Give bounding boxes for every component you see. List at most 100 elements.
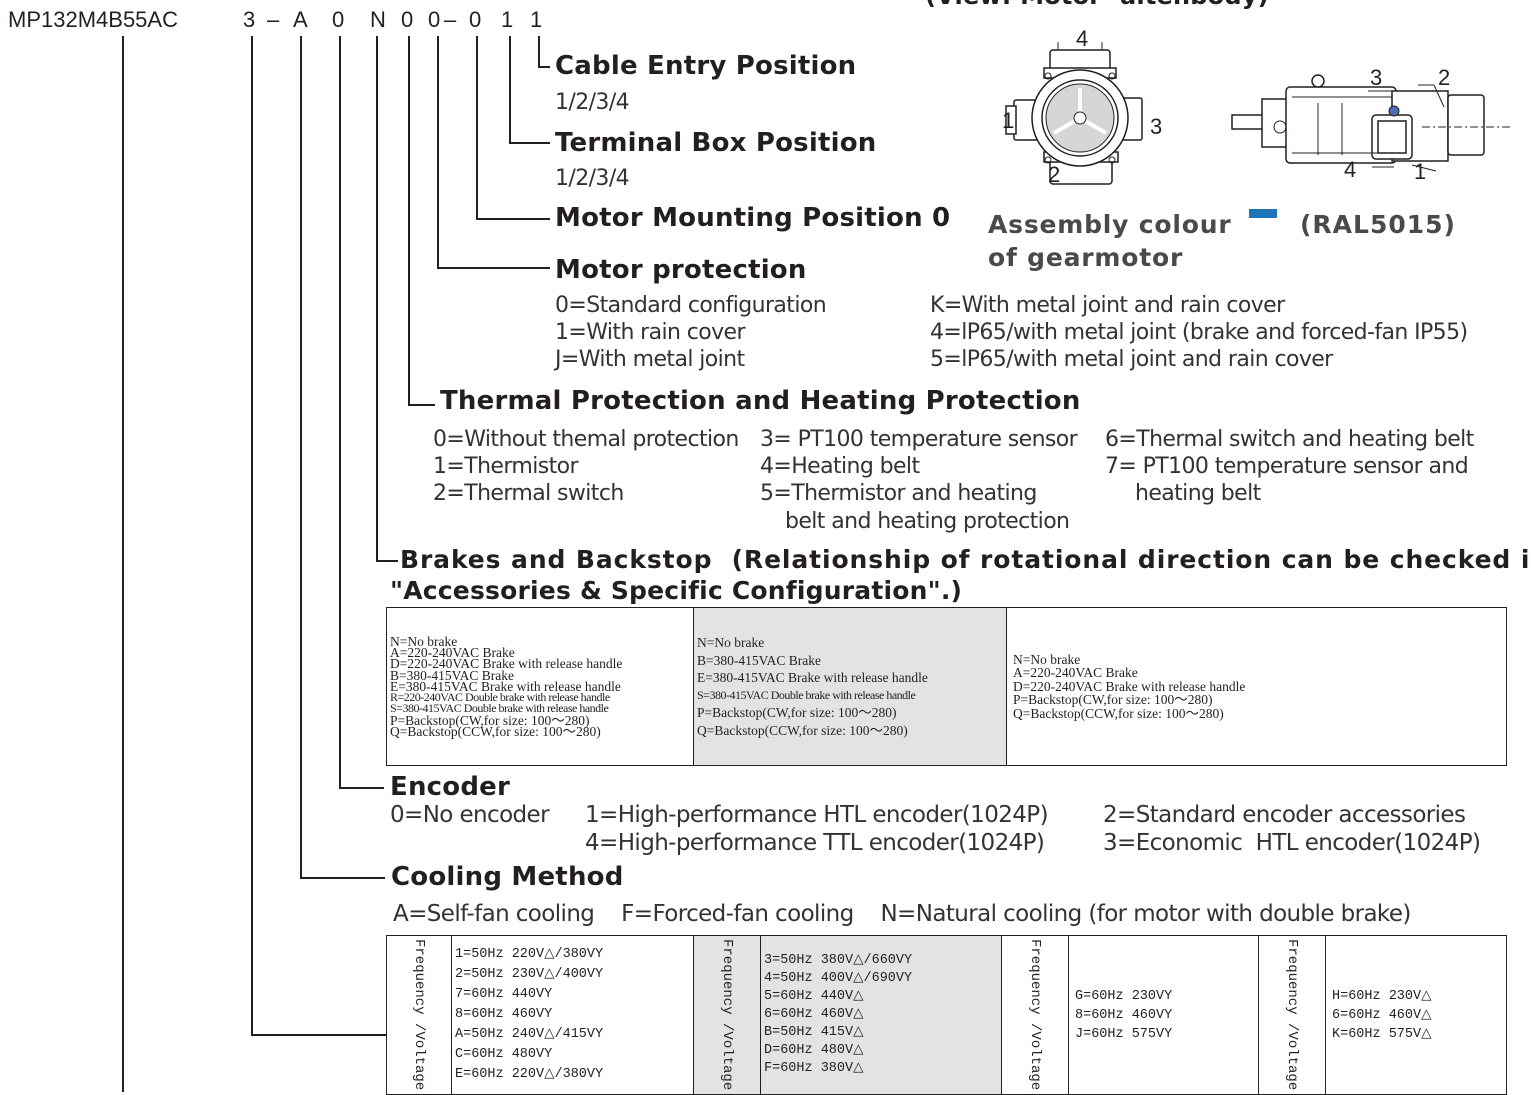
leader-thermal-h: [408, 404, 435, 406]
thermal-opt: 2=Thermal switch: [433, 481, 624, 506]
brake-opt: E=380-415VAC Brake with release handle: [390, 678, 621, 694]
voltage-opt: K=60Hz 575V△: [1332, 1026, 1432, 1042]
voltage-opt: H=60Hz 230V△: [1332, 988, 1432, 1004]
cooling-options: A=Self-fan cooling F=Forced-fan cooling …: [393, 901, 1411, 927]
voltage-label: Frequency /Voltage: [386, 935, 452, 1095]
model-base-code: MP132M4B55AC: [8, 7, 178, 32]
motor-protection-opt: 5=lP65/with metal joint and rain cover: [930, 347, 1333, 372]
motor-protection-opt: 4=lP65/with metal joint (brake and force…: [930, 320, 1468, 345]
brake-opt: D=220-240VAC Brake with release handle: [1013, 678, 1246, 694]
voltage-opt: D=60Hz 480V△: [764, 1043, 864, 1058]
voltage-label: Frequency /Voltage: [1258, 935, 1326, 1095]
brake-opt: P=Backstop(CW,for size: 100～280): [390, 712, 590, 728]
side-label-4: 4: [1344, 157, 1356, 182]
cooling-title: Cooling Method: [391, 862, 624, 892]
code-mounting: 0: [469, 7, 482, 32]
leader-terminal-box-h: [509, 142, 550, 144]
cable-entry-values: 1/2/3/4: [555, 90, 630, 115]
brake-opt: N=No brake: [1013, 651, 1081, 667]
brake-opt: Q=Backstop(CCW,for size: 100～280): [390, 724, 601, 740]
side-label-1: 1: [1414, 159, 1426, 184]
leader-brake: [376, 36, 378, 561]
thermal-title: Thermal Protection and Heating Protectio…: [440, 386, 1081, 416]
thermal-opt: belt and heating protection: [785, 509, 1070, 534]
voltage-cell-2: 3=50Hz 380V△/660VY 4=50Hz 400V△/690VY 5=…: [760, 935, 1002, 1095]
voltage-opt: 7=60Hz 440VY: [455, 987, 553, 1002]
voltage-opt: 5=60Hz 440V△: [764, 989, 864, 1004]
voltage-opt: J=60Hz 575VY: [1075, 1026, 1173, 1042]
voltage-opt: 8=60Hz 460VY: [1075, 1007, 1173, 1023]
code-cooling: A: [293, 7, 308, 32]
colour-swatch: [1249, 209, 1277, 218]
brakes-title-line1: Brakes and Backstop (Relationship of rot…: [400, 545, 1531, 574]
leader-brake-h: [376, 560, 398, 562]
code-terminal-box: 1: [501, 7, 514, 32]
front-label-3: 3: [1150, 114, 1162, 139]
voltage-opt: 3=50Hz 380V△/660VY: [764, 953, 913, 968]
brake-opt: N=No brake: [390, 633, 458, 649]
brake-opt: A=220-240VAC Brake: [390, 644, 515, 660]
brake-opt: N=No brake: [697, 635, 765, 650]
leader-cooling-h: [300, 877, 385, 879]
brakes-title-line2: "Accessories & Specific Configuration".): [390, 576, 963, 605]
leader-cooling: [300, 36, 302, 878]
brakes-table: N=No brake A=220-240VAC Brake D=220-240V…: [386, 607, 1507, 766]
voltage-label: Frequency /Voltage: [1001, 935, 1069, 1095]
leader-mounting-h: [476, 218, 550, 220]
leader-motor-protection: [437, 36, 439, 268]
brake-opt: E=380-415VAC Brake with release handle: [697, 670, 928, 685]
brake-opt: P=Backstop(CW,for size: 100～280): [697, 705, 897, 720]
voltage-opt: 8=60Hz 460VY: [455, 1007, 553, 1022]
leader-thermal: [408, 36, 410, 405]
code-motor-protection: 0: [428, 7, 441, 32]
motor-side-view-drawing: 3 2 4 1: [1231, 65, 1512, 184]
voltage-opt: 6=60Hz 460V△: [1332, 1007, 1432, 1023]
encoder-opt: 4=High-performance TTL encoder(1024P): [585, 830, 1045, 856]
figure-view-caption: (View: Motor- altenbody): [925, 0, 1269, 10]
code-dash-2: –: [444, 7, 457, 32]
thermal-opt: 4=Heating belt: [760, 454, 920, 479]
thermal-opt: 5=Thermistor and heating: [760, 481, 1037, 506]
cable-entry-title: Cable Entry Position: [555, 51, 857, 81]
voltage-label: Frequency /Voltage: [693, 935, 761, 1095]
brakes-cell-3: N=No brake A=220-240VAC Brake D=220-240V…: [1006, 607, 1507, 766]
thermal-opt: heating belt: [1135, 481, 1261, 506]
brake-opt: B=380-415VAC Brake: [390, 667, 514, 683]
assembly-colour-subtitle: of gearmotor: [988, 243, 1184, 272]
leader-cable-entry: [538, 36, 540, 67]
brake-opt: Q=Backstop(CCW,for size: 100～280): [1013, 705, 1224, 721]
side-label-3: 3: [1370, 65, 1382, 90]
voltage-opt: F=60Hz 380V△: [764, 1061, 864, 1076]
front-label-2: 2: [1048, 162, 1060, 187]
motor-protection-title: Motor protection: [555, 255, 807, 285]
motor-protection-opt: 0=Standard configuration: [555, 293, 827, 318]
voltage-opt: G=60Hz 230VY: [1075, 988, 1173, 1004]
thermal-opt: 0=Without themal protection: [433, 427, 739, 452]
voltage-opt: B=50Hz 415V△: [764, 1025, 864, 1040]
voltage-opt: A=50Hz 240V△/415VY: [455, 1027, 604, 1042]
voltage-opt: C=60Hz 480VY: [455, 1047, 553, 1062]
brake-opt: B=380-415VAC Brake: [697, 652, 821, 668]
brake-opt: R=220-240VAC Double brake with release h…: [390, 690, 610, 705]
motor-protection-opt: J=With metal joint: [555, 347, 745, 372]
brake-opt: Q=Backstop(CCW,for size: 100～280): [697, 722, 908, 738]
front-label-4: 4: [1076, 30, 1088, 51]
voltage-cell-4: H=60Hz 230V△ 6=60Hz 460V△ K=60Hz 575V△: [1325, 935, 1507, 1095]
side-label-2: 2: [1438, 65, 1450, 90]
thermal-opt: 1=Thermistor: [433, 454, 579, 479]
code-encoder: 0: [332, 7, 345, 32]
voltage-table: Frequency /Voltage 1=50Hz 220V△/380VY 2=…: [386, 935, 1507, 1095]
voltage-opt: 2=50Hz 230V△/400VY: [455, 967, 604, 982]
voltage-opt: 4=50Hz 400V△/690VY: [764, 971, 913, 986]
terminal-box-values: 1/2/3/4: [555, 166, 630, 191]
brake-opt: D=220-240VAC Brake with release handle: [390, 656, 623, 672]
leader-terminal-box: [509, 36, 511, 143]
leader-base: [122, 36, 124, 1092]
voltage-cell-3: G=60Hz 230VY 8=60Hz 460VY J=60Hz 575VY: [1068, 935, 1259, 1095]
code-thermal: 0: [401, 7, 414, 32]
leader-cable-entry-h: [538, 66, 550, 68]
thermal-opt: 6=Thermal switch and heating belt: [1105, 427, 1474, 452]
leader-encoder: [339, 36, 341, 788]
voltage-opt: 6=60Hz 460V△: [764, 1007, 864, 1022]
leader-mounting: [476, 36, 478, 219]
